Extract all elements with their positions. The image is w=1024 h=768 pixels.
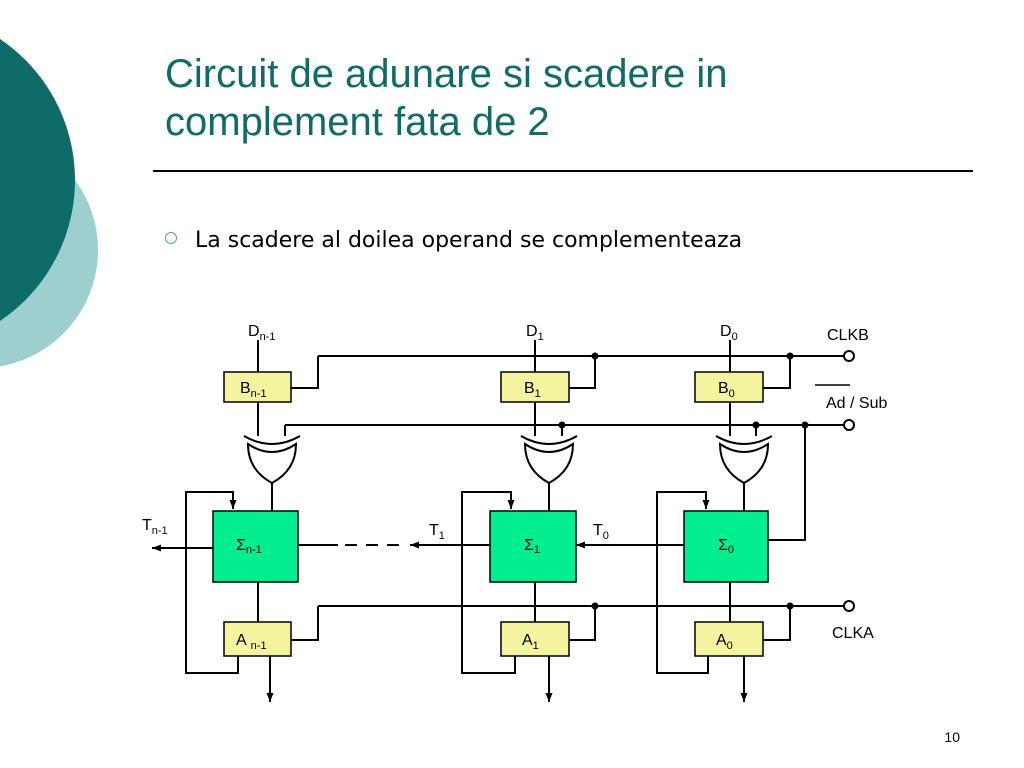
junction-clka-low — [786, 602, 794, 610]
feedback-low — [656, 491, 710, 674]
label-t0: T0 — [593, 522, 609, 542]
label-b-low: B0 — [718, 380, 735, 400]
clka-tap-low — [763, 606, 791, 641]
decorative-circles — [0, 39, 98, 367]
label-d-mid: D1 — [526, 323, 544, 343]
a-register-low — [694, 621, 764, 657]
label-b-high: Bn-1 — [240, 380, 267, 400]
xor-gate-low — [715, 435, 773, 485]
title-line-2: complement fata de 2 — [165, 100, 550, 144]
circle-bullet-icon — [165, 232, 177, 244]
page-number: 10 — [944, 729, 960, 745]
junction-clkb-low — [786, 352, 794, 360]
junction-clka-mid — [591, 602, 599, 610]
slide-title: Circuit de adunare si scadere in complem… — [165, 50, 965, 146]
terminal-adsub — [843, 419, 855, 431]
label-clkb: CLKB — [827, 327, 869, 344]
clkb-tap-mid — [569, 356, 596, 389]
xor-gate-high — [243, 435, 301, 485]
label-b-mid: B1 — [524, 380, 541, 400]
clka-tap-high — [291, 606, 319, 641]
bullet-text: La scadere al doilea operand se compleme… — [195, 228, 743, 253]
dark-teal-circle — [0, 39, 75, 321]
junction-adsub-mid — [558, 421, 566, 429]
label-adder-mid: Σ1 — [524, 537, 540, 556]
feedback-high — [185, 491, 239, 674]
b-register-mid — [500, 371, 570, 403]
b-register-high — [223, 371, 292, 403]
feedback-mid — [461, 491, 516, 674]
label-adder-high: Σn-1 — [236, 537, 262, 556]
terminal-clkb — [843, 350, 855, 362]
clkb-tap-high — [291, 356, 319, 389]
label-a-mid: A1 — [522, 632, 539, 652]
label-adder-low: Σ0 — [718, 537, 734, 556]
adder-mid — [489, 510, 577, 583]
adder-low — [683, 510, 769, 583]
label-d-low: D0 — [720, 323, 738, 343]
title-divider — [153, 170, 973, 172]
b-register-low — [694, 371, 764, 403]
clkb-tap-low — [763, 356, 791, 389]
label-a-low: A0 — [716, 632, 733, 652]
junction-adsub-low — [752, 421, 760, 429]
terminal-clka — [843, 600, 855, 612]
title-line-1: Circuit de adunare si scadere in — [165, 52, 728, 96]
adsub-to-carry-in — [768, 425, 806, 541]
adder-high — [212, 510, 299, 583]
a-register-mid — [500, 621, 570, 657]
junction-clkb-mid — [591, 352, 599, 360]
label-clka: CLKA — [832, 625, 874, 642]
bullet-item: La scadere al doilea operand se compleme… — [165, 228, 742, 253]
label-t1: T1 — [429, 522, 445, 542]
label-t-out: Tn-1 — [142, 517, 168, 537]
label-d-high: Dn-1 — [248, 323, 275, 343]
xor-gate-mid — [520, 435, 578, 485]
label-adsub: Ad / Sub — [826, 395, 887, 412]
junction-adsub-carry — [801, 421, 809, 429]
a-register-high — [223, 621, 292, 657]
clka-tap-mid — [569, 606, 596, 641]
